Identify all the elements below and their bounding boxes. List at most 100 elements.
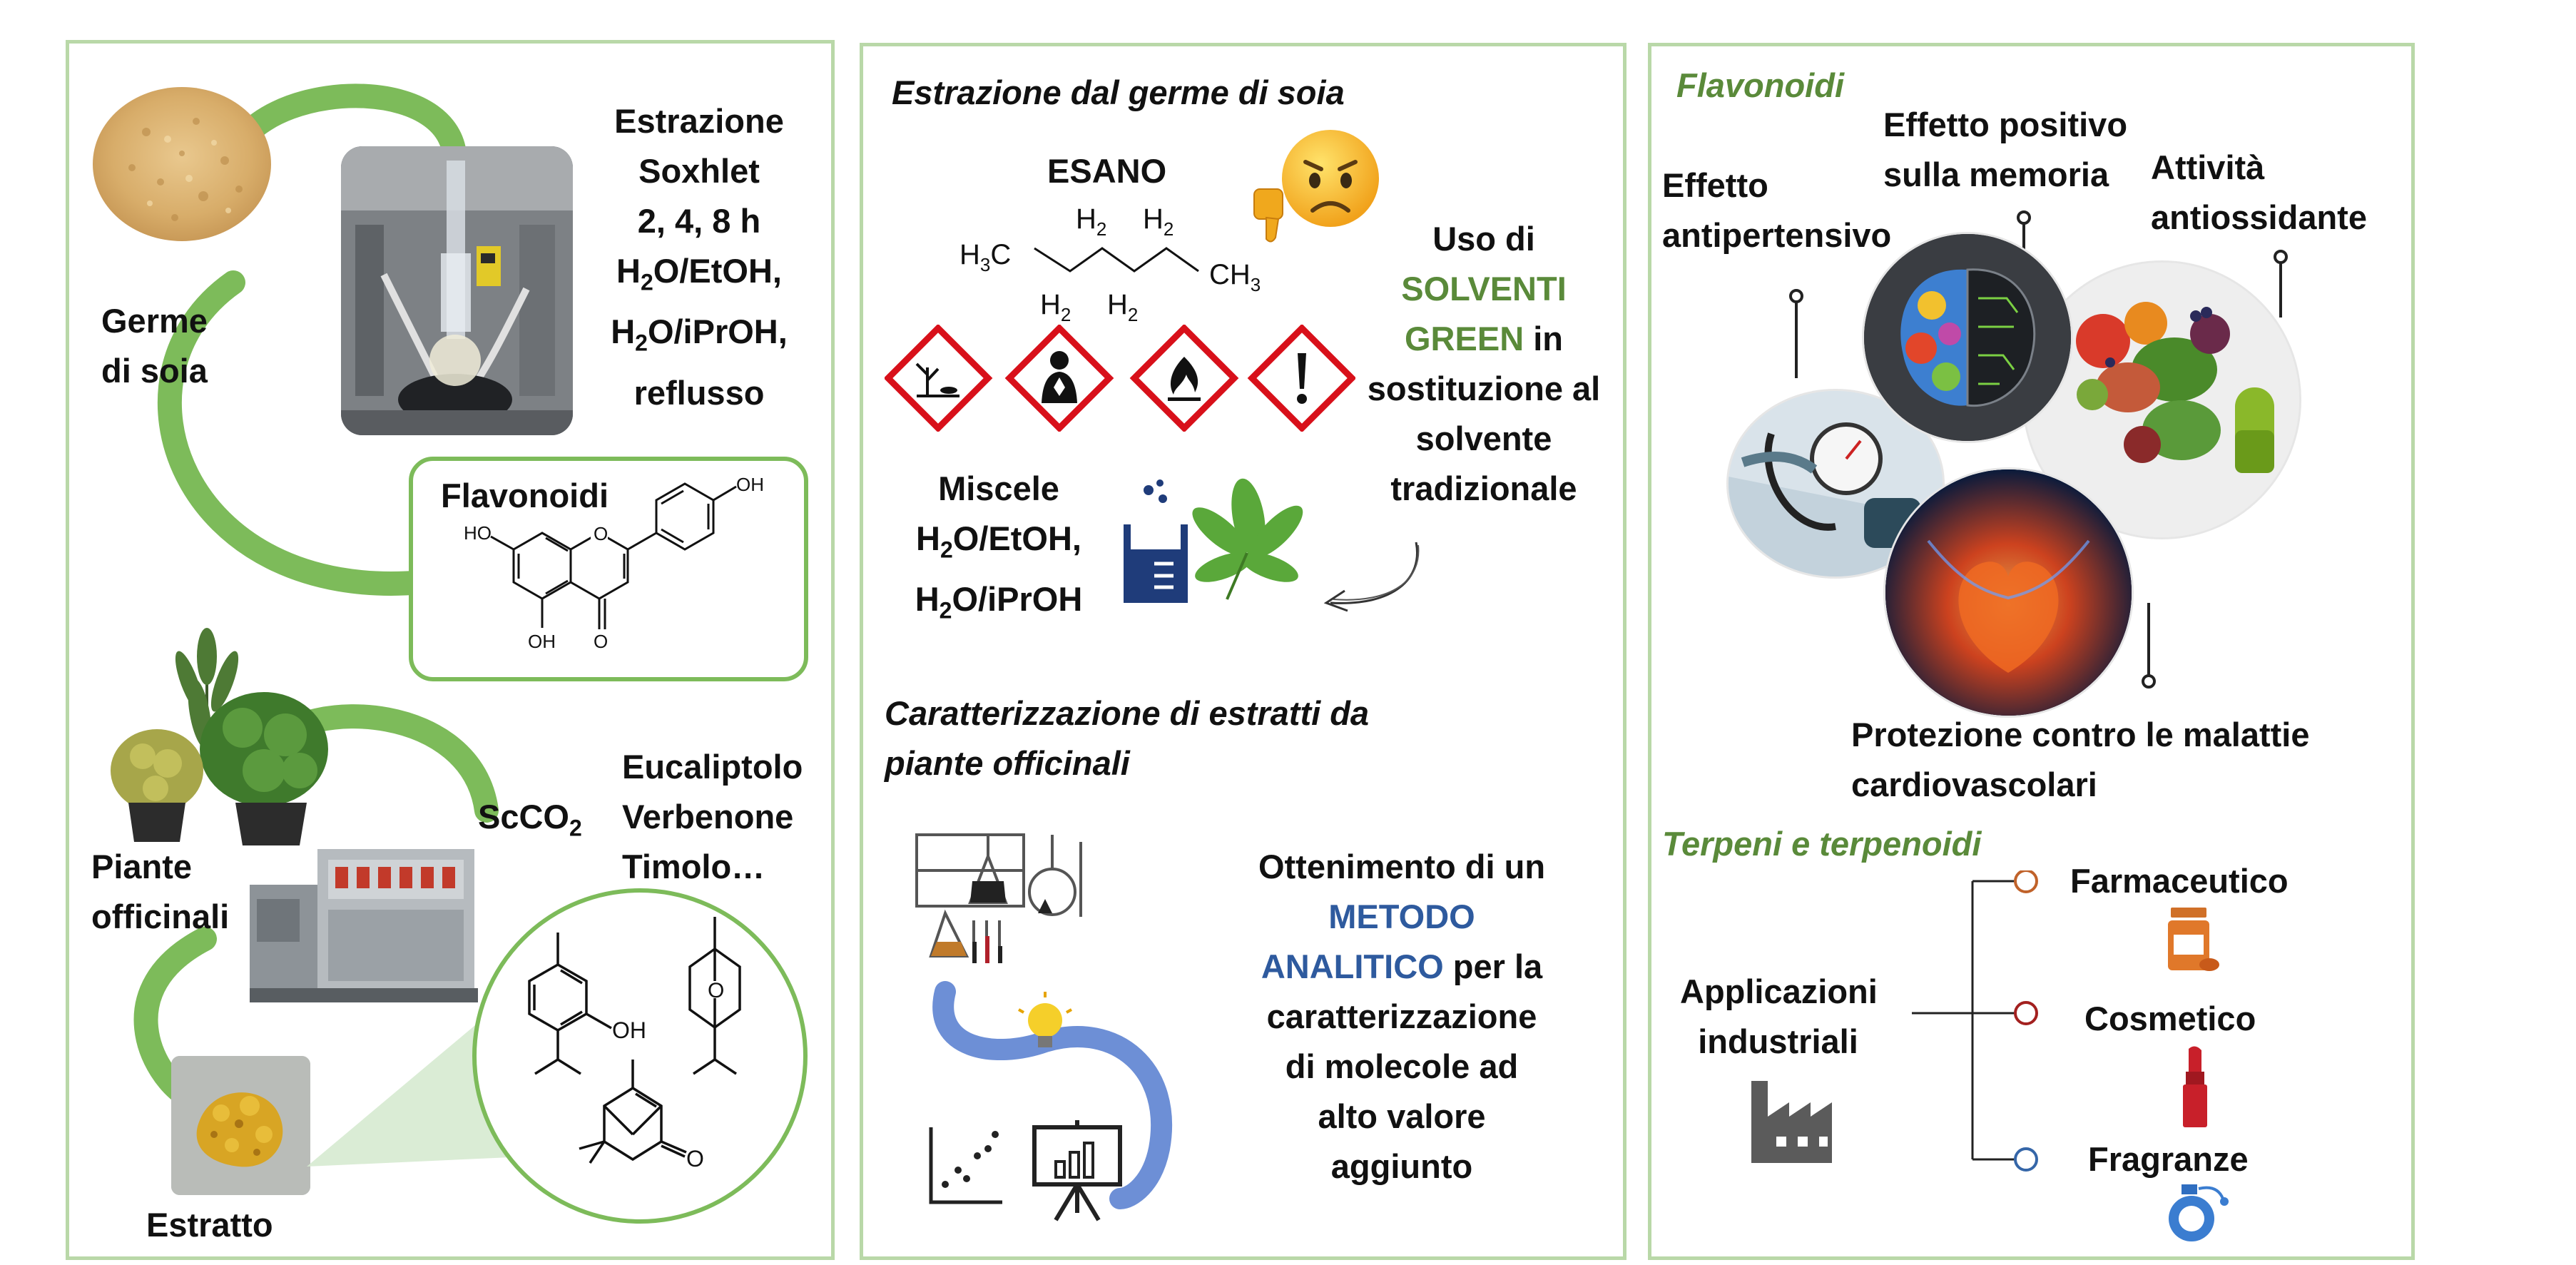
green-line-4: sostituzione al (1367, 370, 1601, 407)
compound-eucalyptol: Eucaliptolo (622, 748, 803, 786)
solvent-etoh: H2O/EtOH, (616, 252, 782, 295)
green-line-1: Uso di (1432, 220, 1535, 258)
green-solvents-text: Uso di SOLVENTI GREEN in sostituzione al… (1352, 214, 1616, 514)
antihypertensive-line-2: antipertensivo (1662, 216, 1892, 254)
antioxidant-line-1: Attività (2151, 148, 2265, 186)
solvent-iproh: H2O/iPrOH, (611, 313, 788, 356)
scco2-extractor-image (250, 849, 478, 1002)
cardio-line-2: cardiovascolari (1851, 766, 2097, 803)
effect-pointer-pins (1789, 210, 2288, 689)
plants-label: Piante officinali (91, 842, 229, 942)
branch-cosmetic-label: Cosmetico (2084, 1000, 2256, 1037)
hexane-label: ESANO (1047, 152, 1167, 190)
curved-arrow-icon (1323, 542, 1420, 612)
cardio-label: Protezione contro le malattie cardiovasc… (1851, 710, 2309, 810)
flavonoids-section-title: Flavonoidi (1676, 66, 1844, 104)
compound-verbenone: Verbenone (622, 798, 794, 835)
plants-line-1: Piante (91, 848, 193, 885)
thymol-oh-label: OH (612, 1017, 646, 1043)
sad-emoji-icon (1253, 130, 1379, 243)
memory-line-2: sulla memoria (1883, 156, 2109, 193)
flavone-oh-left: HO (464, 522, 492, 544)
lipstick-icon (2183, 1046, 2207, 1127)
antioxidant-label: Attività antiossidante (2151, 143, 2367, 243)
soxhlet-conditions: Estrazione Soxhlet 2, 4, 8 h H2O/EtOH, H… (592, 96, 806, 418)
soxhlet-apparatus-image (341, 146, 573, 435)
germ-line-1: Germe (101, 302, 208, 340)
green-line-6: tradizionale (1390, 469, 1577, 507)
soy-germ-image (93, 87, 271, 241)
method-line-2: METODO (1328, 898, 1475, 935)
characterization-line-2: piante officinali (885, 744, 1130, 782)
compounds-list: Eucaliptolo Verbenone Timolo… (622, 742, 803, 892)
arc-soxhlet-to-flavonoids (157, 270, 434, 596)
mixtures-title: Miscele (938, 469, 1059, 507)
branch-node-fragrance (2014, 1147, 2038, 1172)
perfume-bottle-icon (2169, 1184, 2229, 1241)
characterization-title: Caratterizzazione di estratti da piante … (885, 689, 1369, 788)
antihypertensive-line-1: Effetto (1662, 166, 1768, 204)
svg-text:H2: H2 (1107, 289, 1138, 321)
svg-text:H2: H2 (1076, 203, 1106, 240)
svg-text:CH3: CH3 (1209, 259, 1261, 295)
germ-line-2: di soia (101, 352, 208, 390)
applications-line-1: Applicazioni (1680, 972, 1878, 1010)
method-line-1: Ottenimento di un (1258, 848, 1546, 885)
flavone-oh-top: OH (736, 474, 764, 495)
mixture-iproh: H2O/iPrOH (915, 580, 1083, 624)
memory-label: Effetto positivo sulla memoria (1883, 100, 2127, 200)
applications-line-2: industriali (1698, 1022, 1858, 1060)
extract-label: Estratto (146, 1206, 273, 1244)
cardio-line-1: Protezione contro le malattie (1851, 716, 2310, 753)
ghs-exclamation-icon (1247, 325, 1355, 432)
branch-pharmaceutical-label: Farmaceutico (2070, 862, 2289, 900)
lab-analysis-illustration (915, 833, 1173, 1221)
antihypertensive-label: Effetto antipertensivo (1662, 161, 1891, 260)
branch-fragrance-label: Fragranze (2088, 1140, 2249, 1178)
beaker-leaf-icon (1124, 478, 1303, 603)
pill-bottle-icon (2168, 908, 2219, 971)
analytical-method-text: Ottenimento di un METODO ANALITICO per l… (1206, 842, 1598, 1192)
soy-extraction-title: Estrazione dal germe di soia (892, 73, 1345, 111)
method-line-7: aggiunto (1330, 1147, 1473, 1185)
method-line-6: alto valore (1318, 1097, 1486, 1135)
arc-germ-to-soxhlet (225, 83, 467, 181)
plants-line-2: officinali (91, 898, 230, 935)
branch-node-pharma (2014, 870, 2038, 893)
brain-memory-image (1862, 232, 2073, 443)
presentation-board-icon (1032, 1120, 1122, 1221)
eucalyptol-o-label: O (708, 979, 724, 1002)
hexane-structure: H3C CH3 H2 H2 H2 H2 (959, 203, 1261, 321)
compound-thymol: Timolo… (622, 848, 765, 885)
characterization-line-1: Caratterizzazione di estratti da (885, 694, 1370, 732)
ghs-flammable-icon (1129, 325, 1239, 432)
soy-germ-label: Germe di soia (101, 296, 208, 396)
extraction-line-3: 2, 4, 8 h (637, 202, 761, 240)
medicinal-plants-image (111, 628, 328, 845)
ghs-pictograms (885, 325, 1355, 432)
scatter-plot-icon (929, 1127, 1002, 1204)
memory-line-1: Effetto positivo (1883, 106, 2128, 143)
extraction-line-2: Soxhlet (638, 152, 760, 190)
svg-text:H2: H2 (1143, 203, 1174, 240)
terpenes-section-title: Terpeni e terpenoidi (1662, 825, 1982, 863)
mixtures-text: Miscele H2O/EtOH, H2O/iPrOH (892, 464, 1106, 636)
terpene-structures: OH O O (528, 917, 741, 1172)
method-line-5: di molecole ad (1285, 1047, 1519, 1085)
ghs-health-hazard-icon (1004, 325, 1114, 432)
reflux-label: reflusso (633, 373, 765, 412)
industrial-applications-label: Applicazioni industriali (1680, 967, 1878, 1067)
green-line-3: GREEN in (1405, 320, 1563, 357)
terpenes-structures-circle (472, 888, 808, 1224)
verbenone-o-label: O (686, 1146, 704, 1172)
method-line-4: caratterizzazione (1266, 997, 1537, 1035)
scco2-label: ScCO2 (478, 798, 582, 841)
heart-cardio-image (1883, 467, 2134, 718)
factory-icon (1751, 1081, 1832, 1163)
extraction-line-1: Estrazione (614, 102, 784, 140)
branch-node-cosmetic (2014, 1001, 2038, 1025)
green-line-5: solvente (1415, 420, 1552, 457)
ghs-environment-icon (885, 325, 993, 432)
flavonoids-box (409, 457, 808, 681)
analysis-blue-arc (932, 981, 1173, 1209)
